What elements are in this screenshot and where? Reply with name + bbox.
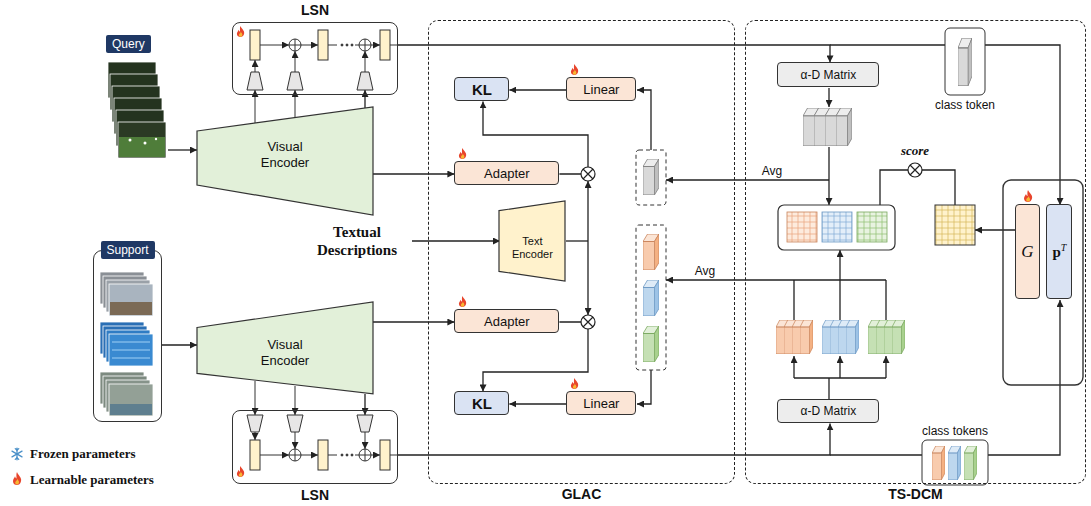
box-label: Adapter bbox=[484, 166, 530, 181]
input-tag: Query bbox=[106, 35, 151, 53]
input-panel: Support bbox=[93, 250, 162, 422]
encoder-shape: Visual Encoder bbox=[197, 302, 373, 404]
layer-box: Adapter bbox=[454, 161, 559, 185]
connector-arrow bbox=[398, 45, 830, 62]
operation-label: Avg bbox=[645, 264, 765, 278]
box-label: Text Encoder bbox=[506, 235, 558, 261]
multiply-symbol bbox=[581, 163, 922, 329]
trapezoid-outline bbox=[499, 201, 565, 281]
operation-label: score bbox=[855, 143, 975, 159]
connector-arrow bbox=[509, 403, 566, 404]
encoder-shape: Text Encoder bbox=[499, 201, 565, 281]
distance-matrices bbox=[778, 180, 1083, 385]
box-label: KL bbox=[472, 81, 492, 98]
box-label: Visual Encoder bbox=[250, 139, 320, 170]
module-title: GLAC bbox=[429, 486, 734, 502]
token-label: class tokens bbox=[895, 424, 1015, 438]
function-box: G bbox=[1015, 204, 1040, 299]
lsn-internals bbox=[247, 381, 398, 470]
connector-arrow bbox=[364, 90, 365, 108]
tsdcm-wiring bbox=[666, 45, 1060, 455]
connector-arrow bbox=[373, 173, 454, 174]
connector-arrow bbox=[162, 344, 197, 345]
module-box: LSN bbox=[232, 22, 398, 95]
box-label: Visual Encoder bbox=[250, 337, 320, 368]
module-title: TS-DCM bbox=[746, 486, 1085, 502]
matrix-box: α-D Matrix bbox=[777, 62, 879, 87]
encoder-shape: Visual Encoder bbox=[197, 95, 373, 215]
module-region: GLACKLLinearAdapterText EncoderAdapterKL… bbox=[428, 20, 735, 484]
input-tag: Support bbox=[100, 241, 154, 259]
feature-box bbox=[636, 150, 666, 370]
box-label: pT bbox=[1052, 242, 1066, 261]
token-label: class token bbox=[905, 98, 1025, 112]
layer-box: Linear bbox=[566, 77, 636, 101]
module-title: LSN bbox=[233, 487, 397, 503]
box-label: Linear bbox=[583, 82, 619, 97]
box-label: Adapter bbox=[484, 314, 530, 329]
connector-arrow bbox=[364, 394, 365, 415]
box-label: α-D Matrix bbox=[801, 68, 857, 82]
connector-arrow bbox=[168, 149, 197, 150]
matrix-box: α-D Matrix bbox=[777, 399, 879, 423]
operation-label: Avg bbox=[712, 164, 832, 178]
box-label: KL bbox=[472, 395, 492, 412]
box-label: G bbox=[1021, 242, 1033, 262]
input-panel: Query bbox=[100, 35, 168, 170]
connector-arrow bbox=[373, 321, 454, 322]
layer-box: Adapter bbox=[454, 309, 559, 333]
module-title: LSN bbox=[233, 2, 397, 18]
box-label: Linear bbox=[583, 396, 619, 411]
input-label: Textual Descriptions bbox=[305, 223, 409, 259]
box-label: α-D Matrix bbox=[801, 404, 857, 418]
module-region: TS-DCMα-D Matrixα-D MatrixGpT bbox=[745, 20, 1086, 484]
layer-box: Linear bbox=[566, 391, 636, 415]
glac-wiring bbox=[412, 90, 651, 404]
connector-arrow bbox=[398, 423, 830, 455]
class-token-icon bbox=[922, 28, 988, 485]
loss-box: KL bbox=[454, 77, 509, 101]
trapezoid-outline bbox=[197, 302, 373, 394]
lsn-internals bbox=[247, 30, 398, 123]
learnable-icon bbox=[13, 26, 1032, 485]
module-box: LSN bbox=[232, 410, 398, 484]
legend-text: Learnable parameters bbox=[30, 472, 154, 488]
support-videos bbox=[100, 272, 153, 416]
prototype-box: pT bbox=[1046, 204, 1072, 299]
legend-text: Frozen parameters bbox=[30, 446, 136, 462]
feature-cubes bbox=[776, 108, 905, 354]
connector-arrow bbox=[509, 89, 566, 90]
query-video bbox=[108, 62, 166, 158]
trapezoid-outline bbox=[197, 107, 373, 215]
loss-box: KL bbox=[454, 391, 509, 415]
